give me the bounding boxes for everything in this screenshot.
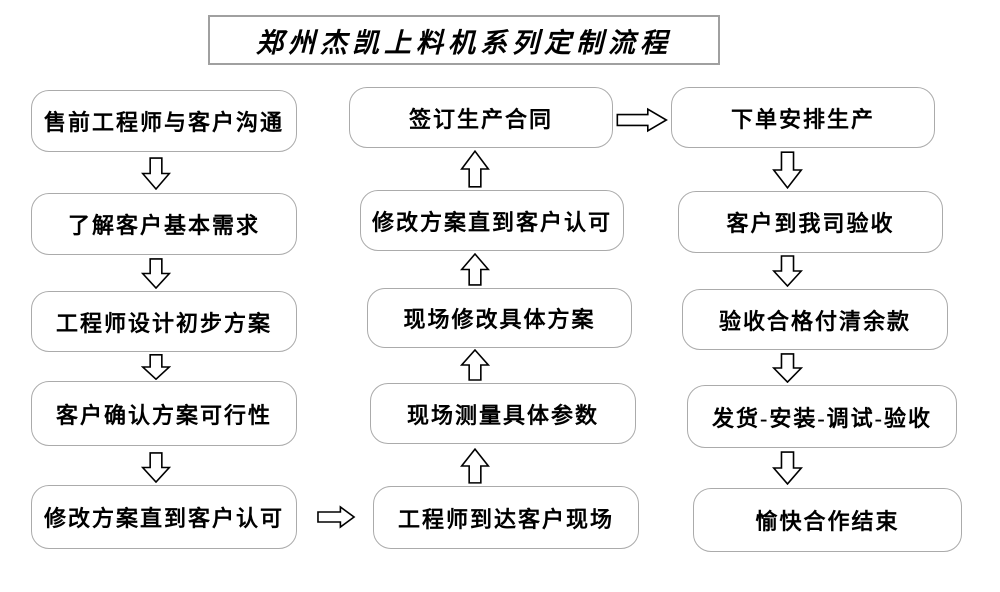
- right-arrow-icon: [317, 505, 356, 529]
- flow-node-label: 修改方案直到客户认可: [371, 209, 612, 235]
- down-arrow-icon: [772, 255, 803, 287]
- up-arrow-icon: [460, 253, 490, 286]
- down-arrow-icon: [772, 451, 803, 485]
- flow-node-label: 现场修改具体方案: [403, 307, 596, 332]
- flow-node-middle-2: 修改方案直到客户认可: [360, 190, 624, 251]
- up-arrow-icon: [460, 150, 490, 188]
- flow-node-label: 售前工程师与客户沟通: [43, 110, 284, 135]
- right-arrow-icon: [616, 107, 669, 133]
- flow-node-left-4: 客户确认方案可行性: [31, 381, 297, 446]
- flow-node-right-1: 下单安排生产: [671, 87, 935, 148]
- down-arrow-icon: [141, 452, 171, 483]
- flow-node-label: 客户到我司验收: [726, 211, 895, 236]
- flow-node-right-4: 发货-安装-调试-验收: [687, 385, 957, 448]
- flow-node-middle-3: 现场修改具体方案: [367, 288, 632, 348]
- flow-node-label: 愉快合作结束: [755, 509, 900, 534]
- flow-node-label: 签订生产合同: [408, 106, 553, 132]
- flow-node-right-5: 愉快合作结束: [693, 488, 962, 552]
- flow-node-label: 了解客户基本需求: [67, 213, 260, 238]
- flow-node-left-2: 了解客户基本需求: [31, 193, 297, 255]
- flow-node-label: 客户确认方案可行性: [55, 402, 272, 428]
- diagram-title: 郑州杰凯上料机系列定制流程: [256, 27, 672, 58]
- flow-node-middle-5: 工程师到达客户现场: [373, 486, 639, 549]
- flow-node-middle-1: 签订生产合同: [349, 87, 613, 148]
- flow-node-label: 工程师设计初步方案: [55, 310, 272, 336]
- down-arrow-icon: [772, 151, 803, 189]
- flow-node-label: 验收合格付清余款: [718, 308, 911, 334]
- down-arrow-icon: [772, 353, 803, 383]
- down-arrow-icon: [141, 157, 171, 190]
- flow-node-label: 修改方案直到客户认可: [43, 506, 284, 531]
- flow-node-right-2: 客户到我司验收: [678, 191, 943, 253]
- diagram-title-box: 郑州杰凯上料机系列定制流程: [208, 15, 720, 65]
- down-arrow-icon: [141, 354, 171, 380]
- flow-node-middle-4: 现场测量具体参数: [370, 383, 636, 444]
- flow-node-label: 发货-安装-调试-验收: [712, 405, 932, 431]
- up-arrow-icon: [460, 448, 490, 484]
- flow-node-label: 现场测量具体参数: [406, 402, 599, 428]
- flow-node-left-5: 修改方案直到客户认可: [31, 485, 297, 549]
- flow-node-label: 下单安排生产: [730, 106, 875, 132]
- flow-node-label: 工程师到达客户现场: [397, 506, 614, 532]
- flow-node-left-1: 售前工程师与客户沟通: [31, 90, 297, 152]
- down-arrow-icon: [141, 258, 171, 289]
- flow-node-right-3: 验收合格付清余款: [682, 289, 948, 350]
- up-arrow-icon: [460, 349, 490, 381]
- flow-node-left-3: 工程师设计初步方案: [31, 291, 297, 352]
